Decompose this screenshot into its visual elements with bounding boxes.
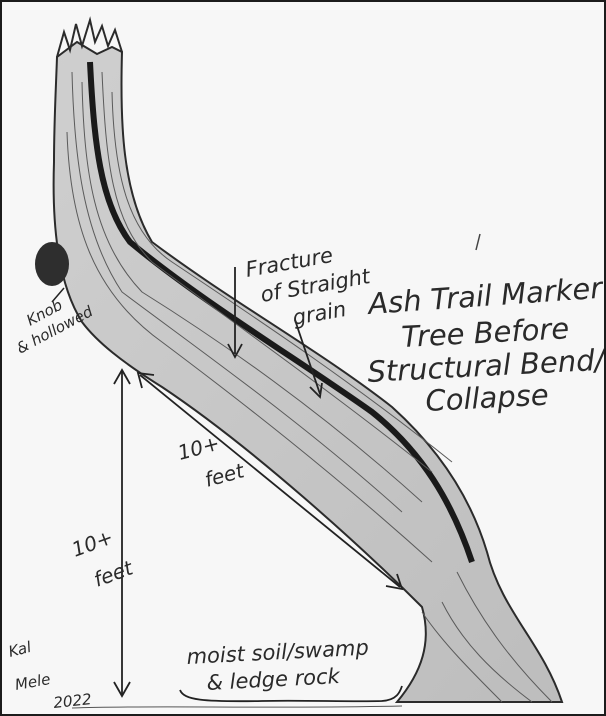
signature-line-2: Mele [14,670,52,694]
vertical-height-line-1: 10+ [69,525,117,562]
diagonal-length-line-1: 10+ [175,431,222,465]
ground-annotation: moist soil/swamp & ledge rock [186,635,369,695]
knob [35,242,69,286]
title-annotation: Ash Trail Marker Tree Before Structural … [365,271,604,418]
vertical-height-line-2: feet [91,555,137,591]
artist-signature: Kal Mele 2022 [7,638,93,712]
ground-line-1: moist soil/swamp [186,635,369,669]
ground-line [72,706,402,708]
signature-line-3: 2022 [53,690,93,712]
ground-line-2: & ledge rock [206,664,341,695]
signature-line-1: Kal [7,638,34,661]
fracture-annotation: Fracture of Straight grain [244,243,373,330]
knob-annotation: Knob & hollowed [13,296,96,358]
fracture-line-3: grain [291,297,348,330]
stray-mark [476,234,480,250]
title-line-4: Collapse [425,378,550,418]
vertical-height-annotation: 10+ feet [69,525,137,592]
diagonal-length-line-2: feet [202,458,247,492]
